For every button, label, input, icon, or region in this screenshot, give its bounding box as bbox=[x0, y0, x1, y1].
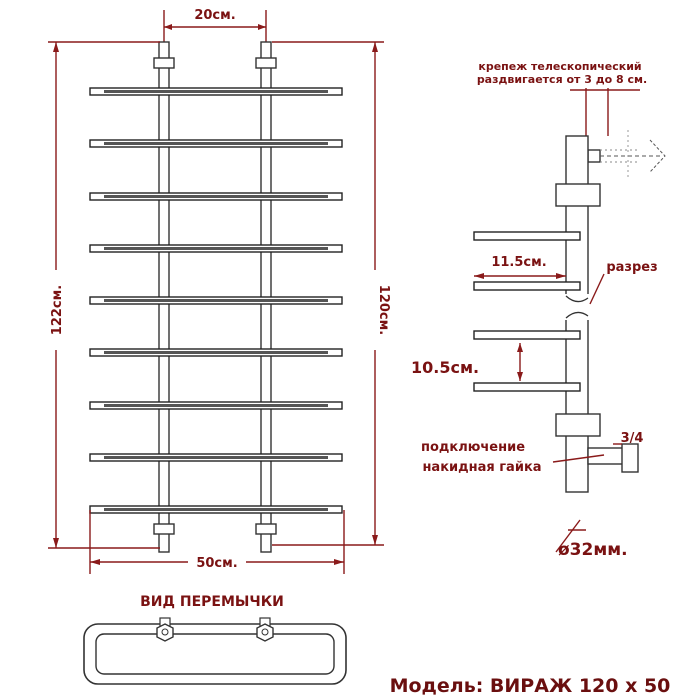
connection-line2: накидная гайка bbox=[422, 460, 541, 475]
dim-top-spacing-label: 20см. bbox=[194, 8, 235, 23]
dim-left-height: 122см. bbox=[48, 41, 160, 549]
side-bar-3 bbox=[473, 330, 581, 340]
dim-left-height-label: 122см. bbox=[50, 285, 65, 335]
jumper-nut-right bbox=[256, 617, 274, 642]
dim-bar-length-label: 11.5см. bbox=[491, 255, 546, 270]
front-bar-inner bbox=[104, 299, 328, 302]
front-bar-inner bbox=[104, 142, 328, 145]
connection-fitting bbox=[587, 443, 639, 473]
wall-bracket bbox=[587, 130, 666, 180]
fitting-top-right bbox=[255, 57, 277, 69]
dim-bar-gap-label: 10.5см. bbox=[411, 358, 479, 377]
side-view: крепеж телескопический раздвигается от 3… bbox=[411, 60, 666, 560]
side-fitting-top bbox=[555, 183, 601, 207]
front-bar-inner bbox=[104, 508, 328, 511]
cut-mark bbox=[565, 273, 605, 320]
front-bar-inner bbox=[104, 404, 328, 407]
mount-dimension bbox=[570, 88, 640, 136]
jumper-view: ВИД ПЕРЕМЫЧКИ bbox=[83, 594, 347, 685]
side-bar-2 bbox=[473, 281, 581, 291]
side-bar-4 bbox=[473, 382, 581, 392]
dim-right-height: 120см. bbox=[272, 41, 391, 546]
mount-note-line1: крепеж телескопический bbox=[478, 60, 641, 73]
fitting-top-left bbox=[153, 57, 175, 69]
connection-line1: подключение bbox=[421, 440, 525, 455]
front-bar-inner bbox=[104, 247, 328, 250]
dim-right-height-label: 120см. bbox=[376, 285, 391, 335]
side-bar-1 bbox=[473, 231, 581, 241]
side-fitting-bottom bbox=[555, 413, 601, 437]
jumper-title: ВИД ПЕРЕМЫЧКИ bbox=[140, 594, 284, 610]
thread-size: 3/4 bbox=[621, 431, 644, 446]
dim-bottom-width: 50см. bbox=[89, 510, 345, 574]
jumper-nut-left bbox=[156, 617, 174, 642]
diameter-callout bbox=[555, 519, 586, 553]
fitting-bottom-left bbox=[153, 523, 175, 535]
fitting-bottom-right bbox=[255, 523, 277, 535]
dim-top-spacing: 20см. bbox=[163, 8, 267, 42]
model-label: Модель: ВИРАЖ 120 х 50 bbox=[390, 675, 671, 697]
dim-bar-length: 11.5см. bbox=[474, 255, 566, 279]
dim-bottom-width-label: 50см. bbox=[196, 556, 237, 571]
mount-note-line2: раздвигается от 3 до 8 см. bbox=[477, 73, 647, 86]
front-bar-inner bbox=[104, 195, 328, 198]
front-bar-inner bbox=[104, 90, 328, 93]
cut-label: разрез bbox=[606, 260, 657, 275]
jumper-inner bbox=[95, 633, 335, 675]
jumper-outer bbox=[83, 623, 347, 685]
front-bar-inner bbox=[104, 456, 328, 459]
front-view: 20см. 122см. 120см. bbox=[48, 8, 391, 574]
dim-bar-gap: 10.5см. bbox=[411, 343, 523, 381]
diameter-label: ø32мм. bbox=[558, 540, 628, 560]
front-bars bbox=[89, 87, 343, 514]
front-bar-inner bbox=[104, 351, 328, 354]
